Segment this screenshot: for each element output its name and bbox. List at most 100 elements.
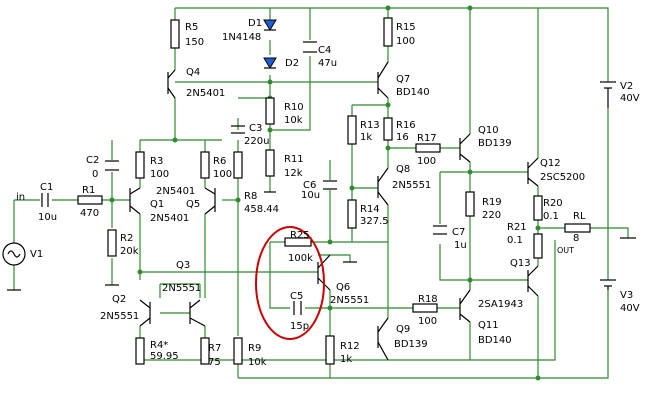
label-q9t: BD139 bbox=[394, 339, 428, 350]
label-r5v: 150 bbox=[185, 37, 204, 48]
label-q2: Q2 bbox=[112, 294, 126, 305]
label-r14: R14 bbox=[360, 204, 380, 215]
label-q8t: 2N5551 bbox=[392, 180, 431, 191]
label-c3v: 220u bbox=[244, 136, 269, 147]
label-d1: D1 bbox=[248, 18, 262, 29]
label-r1: R1 bbox=[82, 185, 95, 196]
label-r19: R19 bbox=[482, 197, 502, 208]
label-q2b: 2N5551 bbox=[162, 283, 201, 294]
label-r10v: 10k bbox=[284, 115, 303, 126]
label-r5: R5 bbox=[185, 22, 198, 33]
label-r7: R7 bbox=[208, 343, 221, 354]
label-r7v: 75 bbox=[208, 357, 221, 368]
label-q9: Q9 bbox=[396, 324, 410, 335]
label-r20: R20 bbox=[543, 198, 563, 209]
label-c5v: 15p bbox=[290, 321, 309, 332]
label-q5t: 2N5401 bbox=[156, 186, 195, 197]
label-r18v: 100 bbox=[418, 316, 437, 327]
highlight-ellipse bbox=[255, 226, 325, 340]
label-c2: C2 bbox=[86, 155, 99, 166]
label-r6v: 100 bbox=[213, 169, 232, 180]
label-c6: C6 bbox=[303, 180, 316, 191]
label-c6v: 10u bbox=[301, 190, 320, 201]
label-q5: Q5 bbox=[186, 199, 200, 210]
label-in: in bbox=[16, 192, 25, 203]
label-r16: R16 bbox=[396, 120, 416, 131]
label-rlv: 8 bbox=[573, 233, 579, 244]
label-c5: C5 bbox=[290, 291, 303, 302]
label-q7t: BD140 bbox=[396, 87, 430, 98]
label-q8: Q8 bbox=[396, 164, 410, 175]
label-r9: R9 bbox=[248, 343, 261, 354]
label-q11: Q11 bbox=[478, 320, 499, 331]
label-r11v: 12k bbox=[284, 168, 303, 179]
label-q10: Q10 bbox=[478, 125, 499, 136]
label-c3: C3 bbox=[249, 123, 262, 134]
label-v2: V2 bbox=[620, 81, 633, 92]
label-r8: R8 bbox=[244, 191, 257, 202]
label-r9v: 10k bbox=[248, 357, 267, 368]
label-q2t: 2N5551 bbox=[100, 311, 139, 322]
label-r17v: 100 bbox=[417, 156, 436, 167]
label-r2v: 20k bbox=[120, 246, 139, 257]
label-r15v: 100 bbox=[396, 36, 415, 47]
label-r25: R25 bbox=[290, 230, 310, 241]
label-q13: Q13 bbox=[510, 258, 531, 269]
label-c4: C4 bbox=[318, 45, 331, 56]
label-r11: R11 bbox=[284, 154, 304, 165]
label-v2v: 40V bbox=[620, 93, 640, 104]
label-c4v: 47u bbox=[318, 58, 337, 69]
label-rl: RL bbox=[573, 211, 586, 222]
components bbox=[2, 17, 636, 365]
label-q6t: 2N5551 bbox=[330, 295, 369, 306]
label-r21v: 0.1 bbox=[507, 235, 523, 246]
label-r2: R2 bbox=[120, 233, 133, 244]
label-q7: Q7 bbox=[396, 74, 410, 85]
label-c7: C7 bbox=[452, 227, 465, 238]
label-q12t: 2SC5200 bbox=[540, 172, 585, 183]
label-c1: C1 bbox=[40, 182, 53, 193]
label-v3: V3 bbox=[620, 290, 633, 301]
label-out: OUT bbox=[557, 246, 574, 255]
label-r12v: 1k bbox=[340, 354, 352, 365]
label-r12: R12 bbox=[340, 341, 360, 352]
label-r15: R15 bbox=[396, 22, 416, 33]
label-v3v: 40V bbox=[620, 303, 640, 314]
label-q6: Q6 bbox=[336, 282, 350, 293]
label-c2v: 0 bbox=[92, 169, 98, 180]
label-r10: R10 bbox=[284, 102, 304, 113]
label-v1: V1 bbox=[30, 249, 43, 260]
labels: in C1 10u R1 470 C2 0 R2 20k R3 100 R6 1… bbox=[16, 18, 640, 368]
label-q4: Q4 bbox=[186, 67, 200, 78]
label-r19v: 220 bbox=[482, 210, 501, 221]
label-q11b: 2SA1943 bbox=[478, 299, 523, 310]
label-c1v: 10u bbox=[38, 212, 57, 223]
label-q4t: 2N5401 bbox=[186, 88, 225, 99]
label-d2: D2 bbox=[285, 58, 299, 69]
wires bbox=[13, 7, 629, 379]
label-r3: R3 bbox=[150, 156, 163, 167]
label-r25v: 100k bbox=[288, 253, 313, 264]
label-r4v: 59.95 bbox=[150, 351, 179, 362]
label-r20v: 0.1 bbox=[543, 211, 559, 222]
label-q12: Q12 bbox=[540, 158, 561, 169]
label-q1: Q1 bbox=[150, 199, 164, 210]
label-c7v: 1u bbox=[454, 240, 467, 251]
label-r4: R4* bbox=[150, 340, 168, 351]
label-r13v: 1k bbox=[360, 132, 372, 143]
label-d1t: 1N4148 bbox=[222, 32, 261, 43]
label-q11t: BD140 bbox=[478, 335, 512, 346]
label-r16v: 16 bbox=[396, 132, 409, 143]
label-r14v: 327.5 bbox=[360, 216, 389, 227]
label-r21: R21 bbox=[507, 222, 527, 233]
label-r1v: 470 bbox=[80, 208, 99, 219]
label-q1t: 2N5401 bbox=[150, 213, 189, 224]
label-q10t: BD139 bbox=[478, 138, 512, 149]
label-r13: R13 bbox=[360, 120, 380, 131]
label-r3v: 100 bbox=[150, 169, 169, 180]
label-r17: R17 bbox=[417, 133, 437, 144]
label-r6: R6 bbox=[213, 156, 226, 167]
label-q3: Q3 bbox=[176, 260, 190, 271]
label-r8v: 458.44 bbox=[244, 204, 279, 215]
